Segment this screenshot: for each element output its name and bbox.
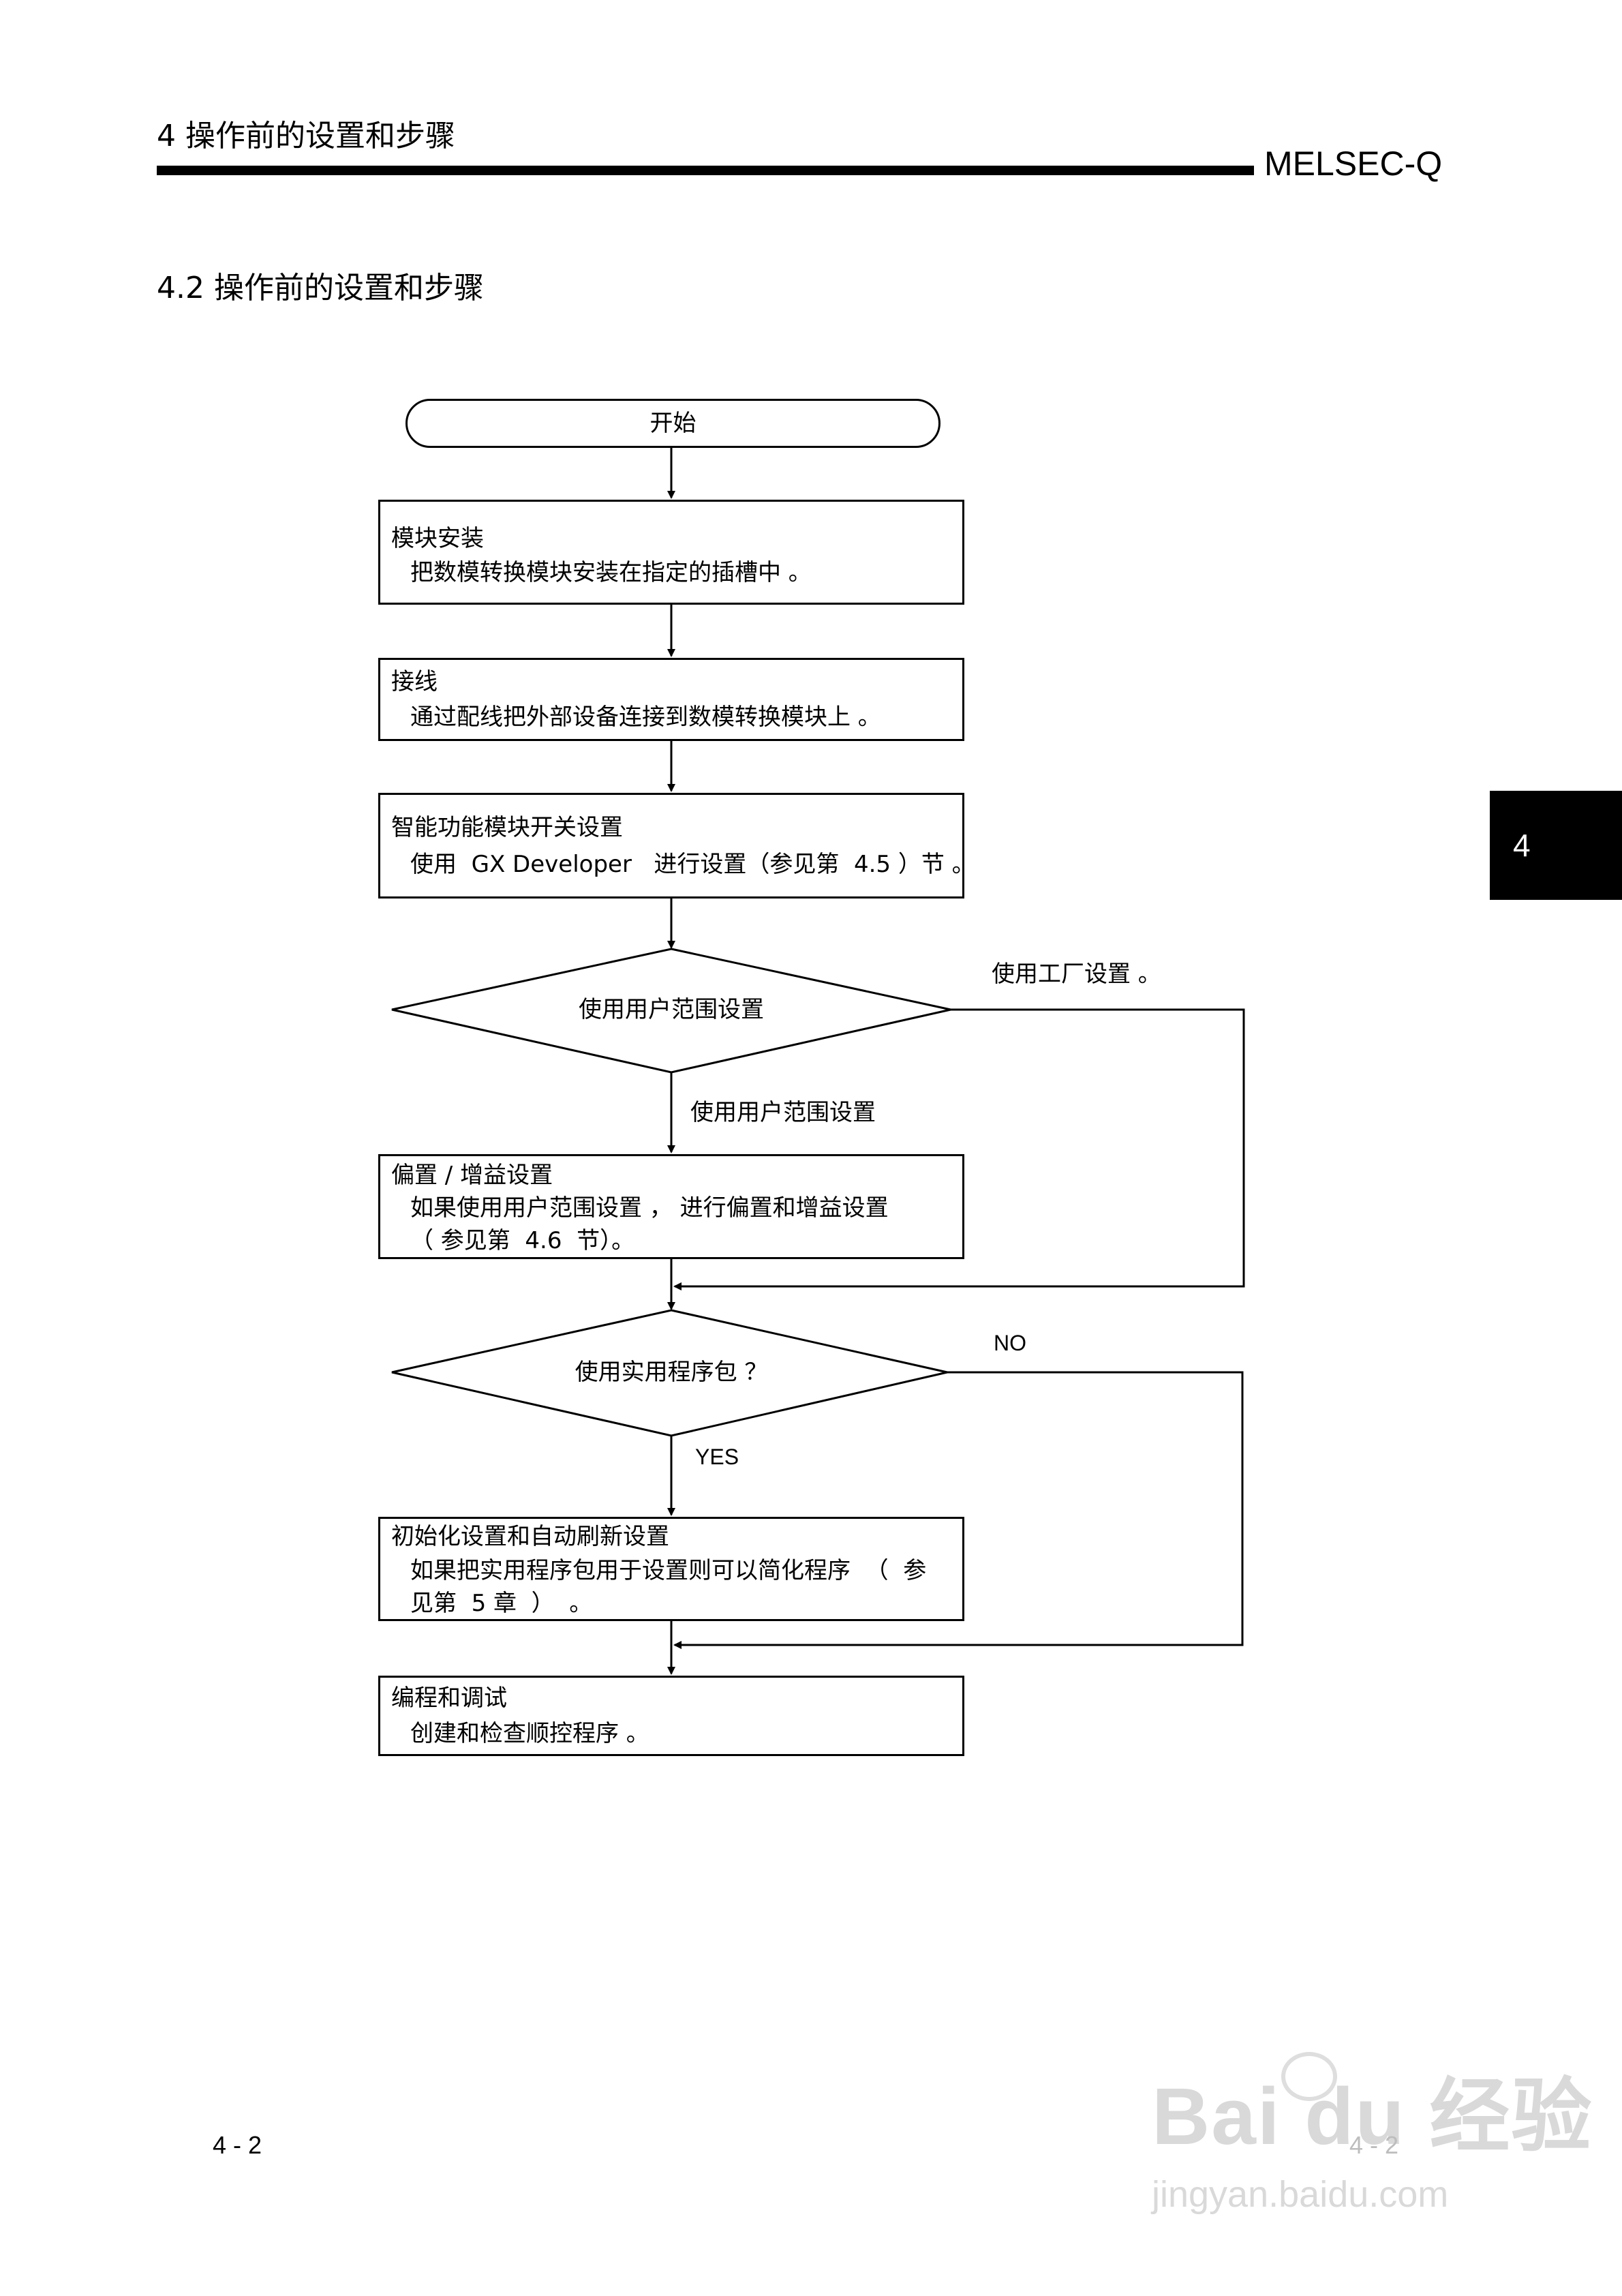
- step-offset-gain: 偏置 / 增益设置 如果使用用户范围设置 ， 进行偏置和增益设置 （ 参见第 4…: [378, 1154, 964, 1259]
- decision-user-range-label: 使用用户范围设置: [579, 996, 764, 1023]
- step-wiring: 接线 通过配线把外部设备连接到数模转换模块上 。: [378, 658, 964, 741]
- step-title: 模块安装: [391, 525, 484, 552]
- start-terminal: 开始: [406, 399, 940, 448]
- decision-user-range-no-label: 使用工厂设置 。: [992, 961, 1161, 988]
- step-title: 偏置 / 增益设置: [391, 1162, 553, 1189]
- chapter-tab[interactable]: 4: [1490, 791, 1622, 900]
- arrow-decision2-no: [673, 1371, 1244, 1649]
- decision-user-range-yes-label: 使用用户范围设置: [690, 1099, 876, 1126]
- decision-utility-package-label: 使用实用程序包 ？: [575, 1359, 768, 1386]
- step-description: 把数模转换模块安装在指定的插槽中 。: [410, 559, 812, 586]
- watermark-url: jingyan.baidu.com: [1152, 2174, 1449, 2215]
- decision-utility-package-no-label: NO: [994, 1331, 1026, 1355]
- paw-logo-icon: [1281, 2052, 1337, 2101]
- step-switch-setting: 智能功能模块开关设置 使用 GX Developer 进行设置（参见第 4.5 …: [378, 793, 975, 898]
- step-description: 如果把实用程序包用于设置则可以简化程序 （ 参 见第 5 章 ） 。: [410, 1557, 927, 1617]
- header-rule: [157, 166, 1254, 175]
- arrow-decision1-no: [673, 1008, 1245, 1290]
- step-programming-debug: 编程和调试 创建和检查顺控程序 。: [378, 1676, 964, 1756]
- page-number: 4 - 2: [213, 2131, 262, 2159]
- decision-user-range-shape: [391, 948, 951, 1074]
- step-title: 初始化设置和自动刷新设置: [391, 1523, 669, 1550]
- decision-utility-package-shape: [391, 1309, 948, 1437]
- step-title: 编程和调试: [391, 1685, 507, 1712]
- chapter-title: 4 操作前的设置和步骤: [157, 119, 455, 153]
- step-title: 接线: [391, 668, 438, 695]
- step-initial-auto-refresh: 初始化设置和自动刷新设置 如果把实用程序包用于设置则可以简化程序 （ 参 见第 …: [378, 1517, 964, 1621]
- step-description: 如果使用用户范围设置 ， 进行偏置和增益设置 （ 参见第 4.6 节）。: [410, 1194, 889, 1254]
- step-description: 使用 GX Developer 进行设置（参见第 4.5 ）节 。: [410, 851, 975, 878]
- step-description: 创建和检查顺控程序 。: [410, 1720, 649, 1747]
- decision-utility-package-yes-label: YES: [695, 1445, 739, 1469]
- section-title: 4.2 操作前的设置和步骤: [157, 271, 484, 305]
- step-description: 通过配线把外部设备连接到数模转换模块上 。: [410, 704, 881, 731]
- step-title: 智能功能模块开关设置: [391, 814, 623, 841]
- start-label: 开始: [649, 410, 697, 437]
- step-module-install: 模块安装 把数模转换模块安装在指定的插槽中 。: [378, 500, 964, 605]
- watermark-brand: Bai du 经验: [1152, 2072, 1593, 2162]
- brand-label: MELSEC-Q: [1264, 145, 1443, 183]
- page-number-right: 4 - 2: [1349, 2131, 1399, 2159]
